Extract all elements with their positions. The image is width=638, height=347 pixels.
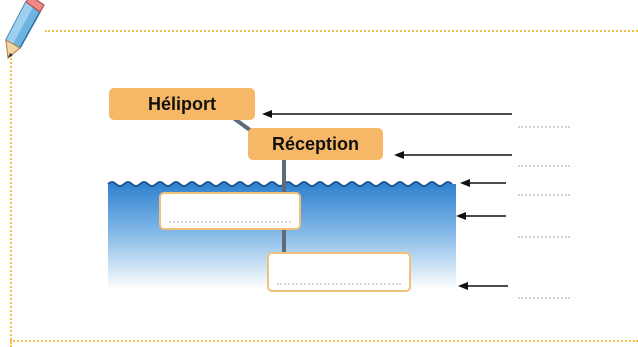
answer-line-4[interactable] (518, 236, 570, 238)
arrow-5 (458, 282, 508, 290)
frame-bottom-border (10, 340, 638, 342)
answer-box-2[interactable] (267, 252, 411, 292)
label-heliport: Héliport (109, 88, 255, 120)
answer-box-1[interactable] (159, 192, 301, 230)
sea-surface-line (107, 181, 453, 187)
pencil-icon (4, 0, 45, 60)
answer-line-2[interactable] (518, 165, 570, 167)
answer-line-1[interactable] (518, 126, 570, 128)
frame-top-border (45, 30, 638, 32)
frame-left-border (10, 55, 12, 347)
label-reception: Réception (248, 128, 383, 160)
arrow-4 (456, 212, 506, 220)
arrow-1 (262, 110, 512, 118)
answer-line-5[interactable] (518, 297, 570, 299)
answer-line-3[interactable] (518, 194, 570, 196)
arrow-2 (394, 151, 512, 159)
arrow-3 (460, 179, 506, 187)
